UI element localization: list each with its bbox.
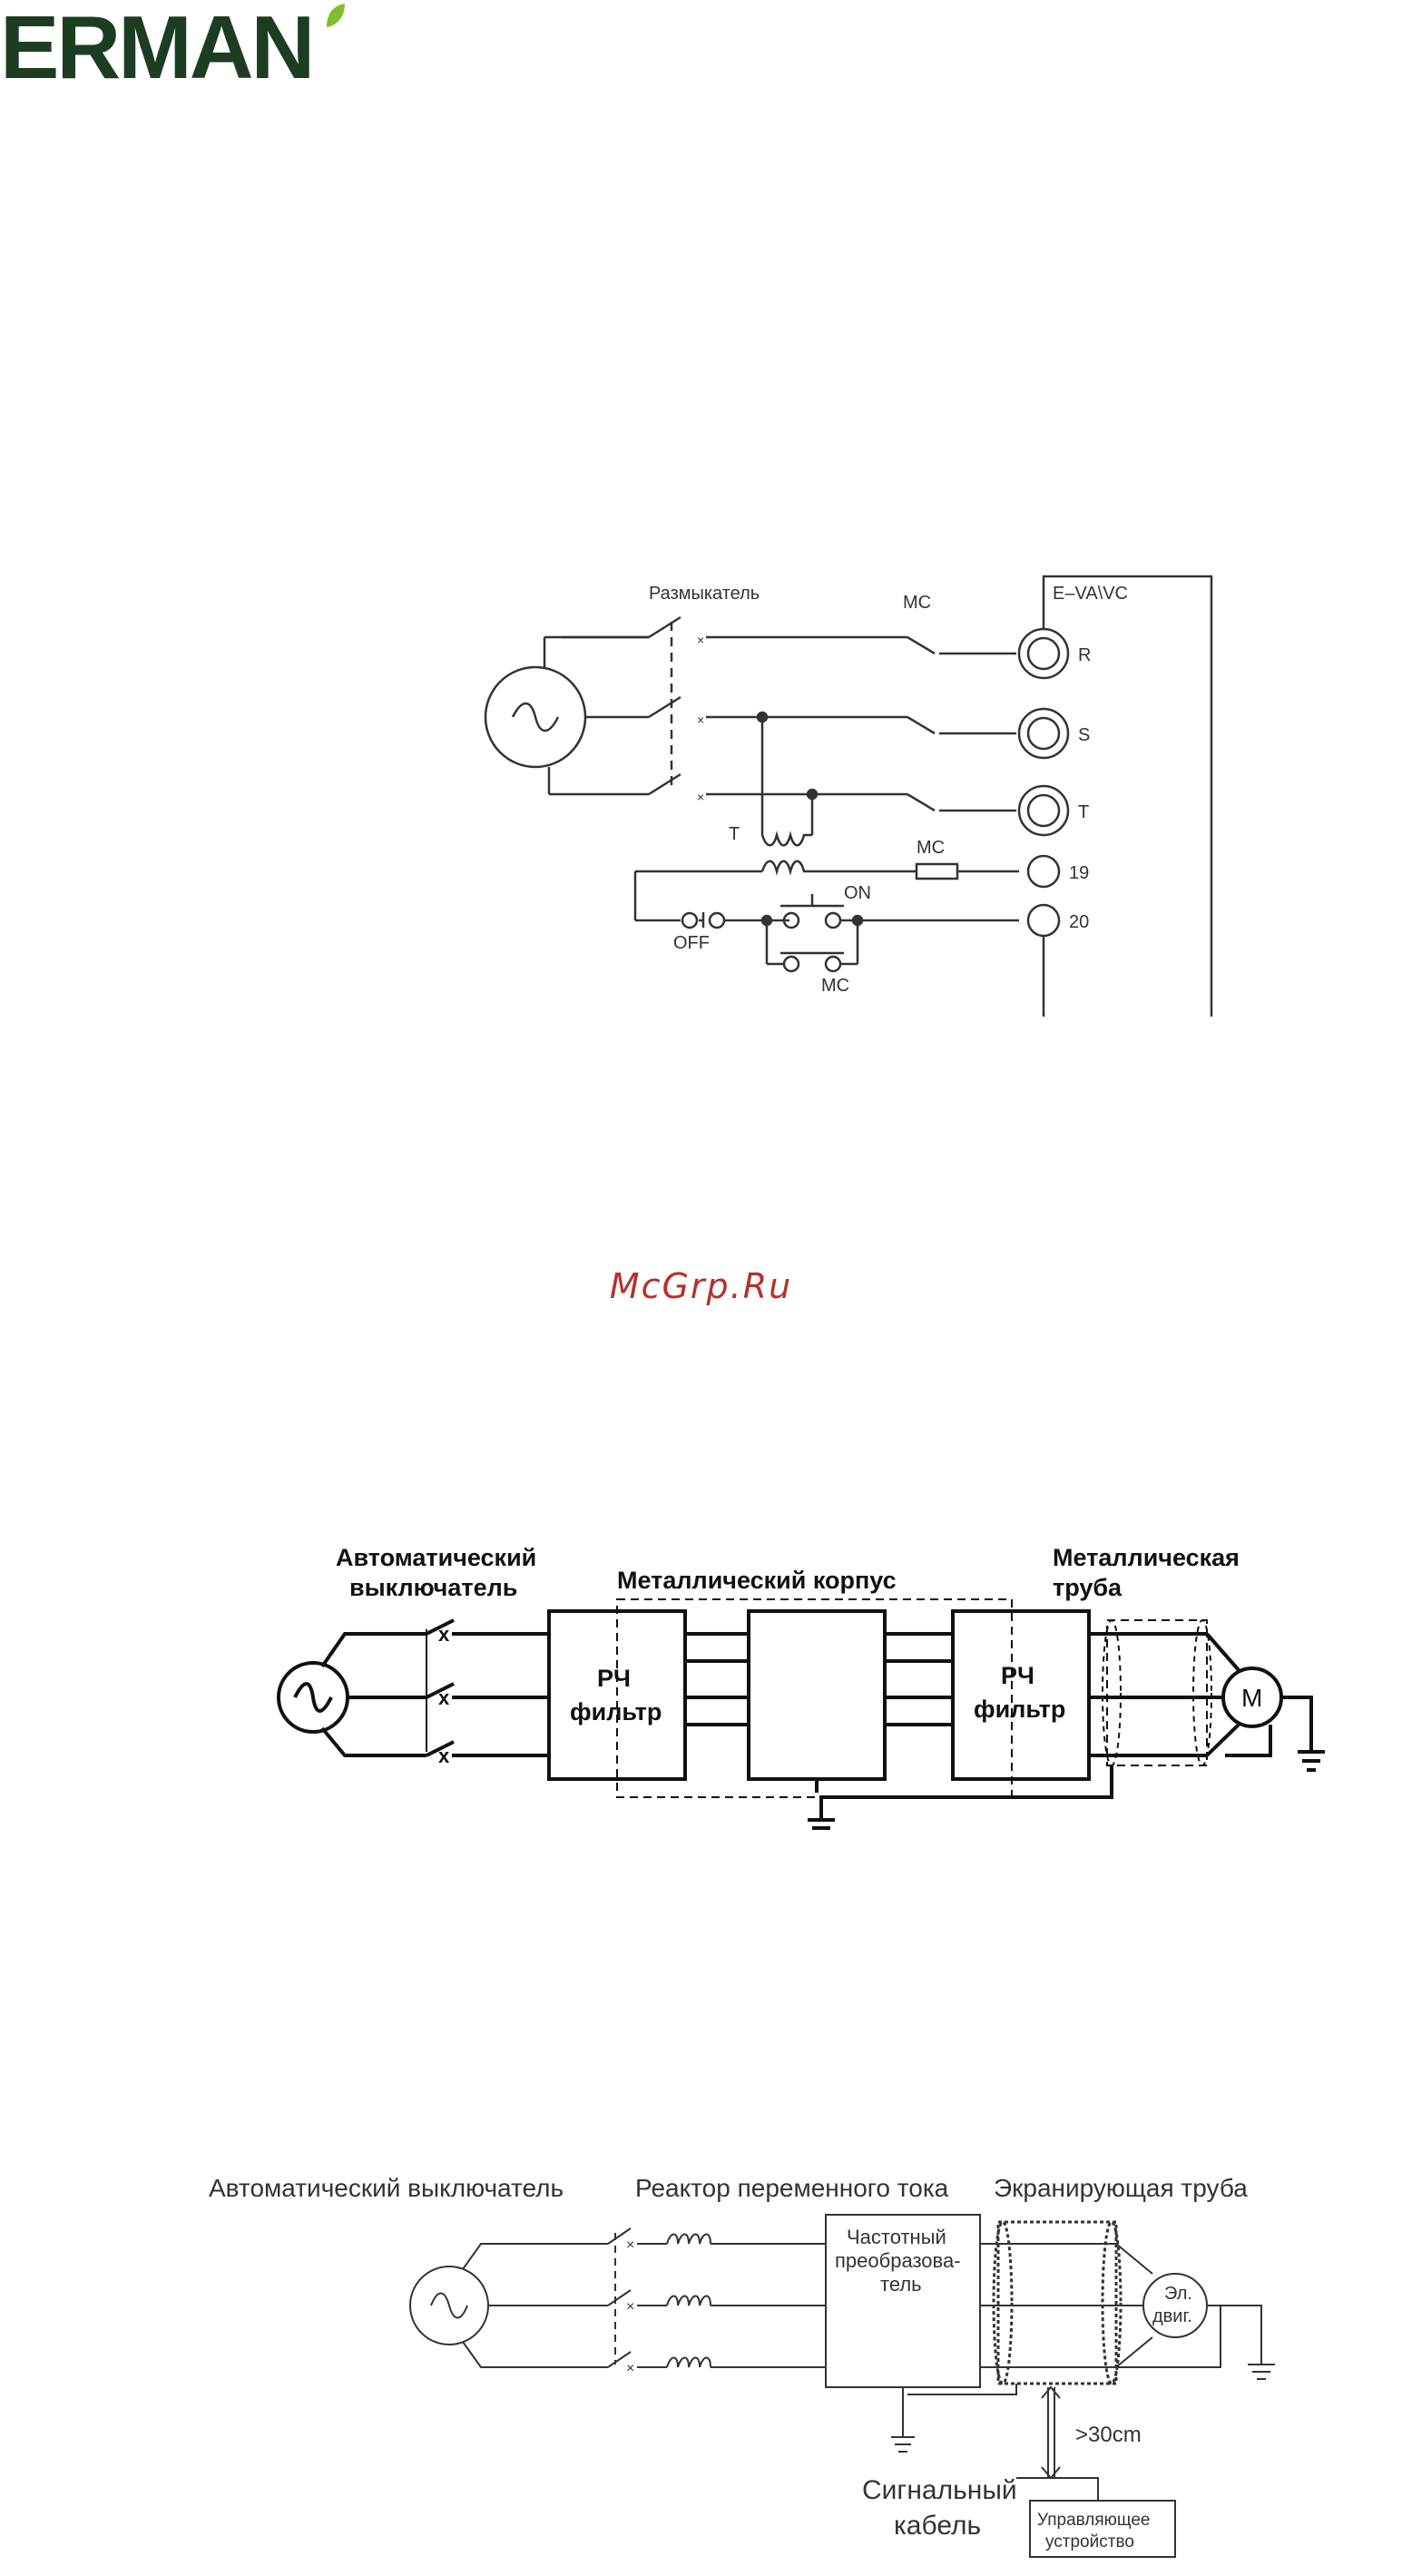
inverter-label-1: Частотный [847,2226,946,2248]
on-label: ON [844,883,871,903]
metal-enclosure [616,1598,1013,1798]
enclosure-label: Металлический корпус [617,1567,897,1594]
filter-out-label-1: РЧ [1001,1662,1034,1689]
contactor-label: Размыкатель [649,584,760,604]
svg-text:x: x [438,1745,450,1767]
motor-label-2: двиг. [1152,2306,1192,2326]
shield-pipe-label: Экранирующая труба [994,2174,1248,2202]
control-device-box [1029,2500,1176,2558]
svg-text:×: × [697,633,704,647]
reactor-coil-icon [666,2233,711,2245]
erman-logo: ERMAN [0,0,345,91]
breaker-label: Автоматический выключатель [209,2174,564,2202]
pipe-label-2: труба [1053,1574,1123,1601]
sine-icon [293,1682,333,1713]
svg-text:×: × [697,790,704,804]
mc-mid-label: MC [917,838,945,858]
svg-text:x: x [438,1686,450,1709]
device-label: E–VA\VC [1053,584,1128,604]
inverter-block [747,1609,887,1781]
svg-text:×: × [626,2361,634,2376]
breaker-label-2: выключатель [349,1574,517,1601]
filter-out-label-2: фильтр [974,1696,1065,1723]
pipe-label-1: Металлическая [1053,1544,1240,1571]
terminal-r: R [1078,645,1091,665]
svg-text:×: × [626,2237,634,2253]
svg-text:×: × [626,2299,634,2315]
watermark: McGrp.Ru [609,1266,793,1306]
metal-pipe [1106,1619,1208,1766]
sine-icon [430,2292,468,2319]
filter-in-label-2: фильтр [570,1698,662,1726]
filter-in-label-1: РЧ [597,1665,631,1692]
distance-label: >30cm [1075,2423,1142,2447]
svg-text:x: x [438,1623,450,1646]
mc-top-label: MC [903,593,931,613]
transformer-label: T [729,824,740,844]
motor-label-1: Эл. [1164,2284,1192,2304]
breaker-label-1: Автоматический [336,1544,536,1571]
shield-pipe [996,2220,1118,2385]
rf-filter-output [951,1609,1091,1781]
reactor-label: Реактор переменного тока [635,2174,949,2202]
terminal-t: T [1078,802,1089,822]
inverter-label-3: тель [880,2273,922,2296]
terminal-20: 20 [1069,912,1089,932]
terminal-19: 19 [1069,863,1089,883]
leaf-icon [327,4,345,27]
logo-text: ERMAN [0,0,312,91]
sine-icon [511,702,560,732]
rf-filter-diagram: x x x Автоматический выключатель Металличе… [277,1544,1325,1830]
svg-text:×: × [697,713,704,727]
mc-bottom-label: MC [821,976,849,996]
signal-label-1: Сигнальный [862,2475,1017,2505]
inverter-label-2: преобразова- [835,2249,961,2272]
control-label-2: устройство [1045,2532,1134,2551]
motor-label: M [1241,1684,1262,1712]
signal-label-2: кабель [894,2511,981,2541]
control-label-1: Управляющее [1037,2511,1150,2530]
control-wiring-diagram: × × × Размыкатель [484,575,1213,1017]
terminal-s: S [1078,725,1090,745]
off-label: OFF [673,933,710,953]
shielded-wiring-diagram: × × × Автоматический выключатель Реактор п… [209,2174,1275,2558]
